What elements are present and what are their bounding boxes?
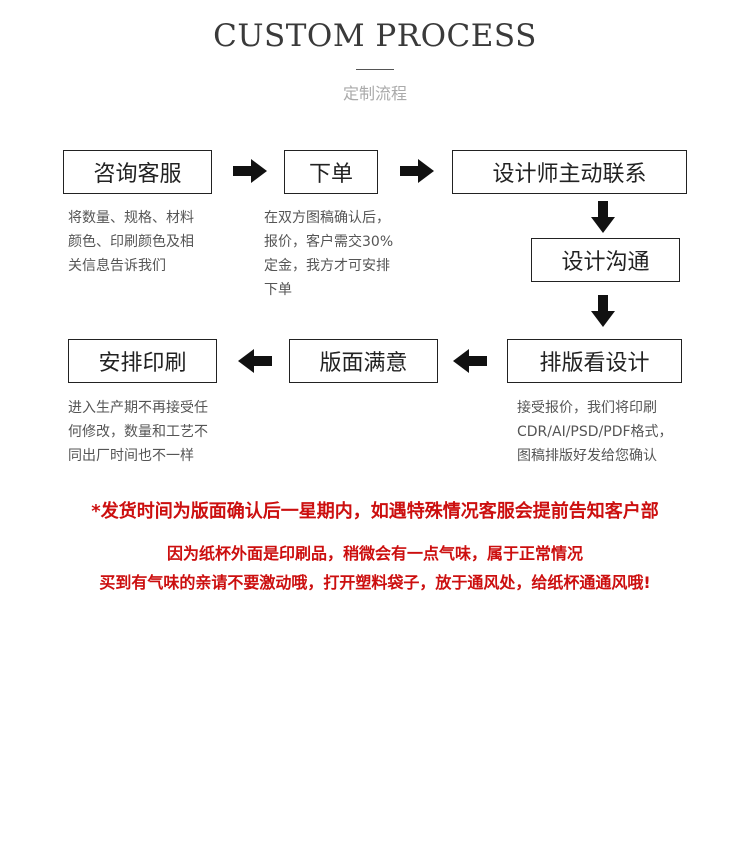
step-designer-contact: 设计师主动联系 (452, 150, 687, 194)
shipping-notice: *发货时间为版面确认后一星期内，如遇特殊情况客服会提前告知客户部 (91, 501, 659, 522)
step-arrange-printing-desc: 进入生产期不再接受任 何修改，数量和工艺不 同出厂时间也不一样 (68, 400, 208, 464)
arrow-down-icon (591, 295, 615, 327)
step-place-order: 下单 (284, 150, 378, 194)
step-view-layout-design-desc: 接受报价，我们将印刷 CDR/AI/PSD/PDF格式， 图稿排版好发给您确认 (517, 400, 673, 464)
arrow-left-icon (453, 349, 487, 373)
title-divider (356, 69, 394, 70)
step-arrange-printing: 安排印刷 (68, 339, 217, 383)
step-place-order-desc: 在双方图稿确认后， 报价，客户需交30% 定金，我方才可安排 下单 (264, 210, 394, 298)
step-consult-service-desc: 将数量、规格、材料 颜色、印刷颜色及相 关信息告诉我们 (68, 210, 194, 274)
arrow-right-icon (400, 159, 434, 183)
step-consult-service: 咨询客服 (63, 150, 212, 194)
arrow-down-icon (591, 201, 615, 233)
step-design-communication: 设计沟通 (531, 238, 680, 282)
step-view-layout-design: 排版看设计 (507, 339, 682, 383)
arrow-left-icon (238, 349, 272, 373)
ventilation-notice: 买到有气味的亲请不要激动哦，打开塑料袋子，放于通风处，给纸杯通通风哦! (99, 573, 651, 592)
arrow-right-icon (233, 159, 267, 183)
step-layout-approved: 版面满意 (289, 339, 438, 383)
odor-notice: 因为纸杯外面是印刷品，稍微会有一点气味，属于正常情况 (166, 544, 583, 563)
page-subtitle: 定制流程 (342, 84, 407, 103)
page-title: CUSTOM PROCESS (213, 18, 537, 54)
